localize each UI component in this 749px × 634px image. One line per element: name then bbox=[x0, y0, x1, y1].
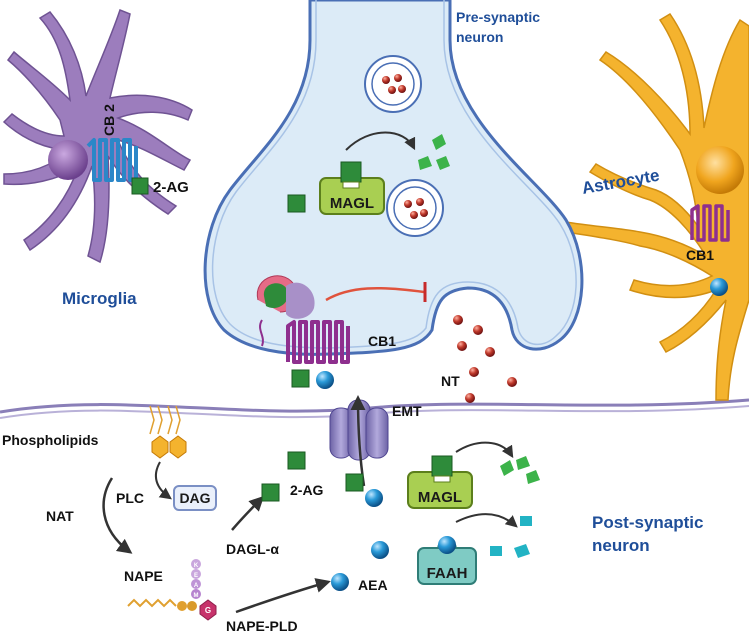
aea-ligand-astrocyte bbox=[710, 278, 728, 296]
faah-arrow bbox=[455, 513, 518, 528]
2ag-ligand-post-3 bbox=[345, 473, 364, 492]
2ag-ligand-post-1 bbox=[287, 451, 306, 470]
presynaptic-label-line1: Pre-synaptic bbox=[456, 9, 540, 25]
degraded-fragment bbox=[500, 460, 514, 476]
dag-label: DAG bbox=[179, 490, 210, 506]
degraded-fragment bbox=[516, 456, 530, 470]
nt-label: NT bbox=[441, 373, 460, 389]
aea-label: AEA bbox=[358, 577, 388, 593]
dagl-arrow bbox=[231, 495, 265, 531]
aea-bound-faah bbox=[438, 536, 456, 554]
magl-pre-label: MAGL bbox=[330, 195, 374, 212]
astrocyte-cell bbox=[565, 12, 749, 401]
cb1-receptor-icon-astrocyte bbox=[690, 204, 730, 242]
nape-label: NAPE bbox=[124, 568, 163, 584]
aea-fragment bbox=[490, 546, 502, 556]
nape-pld-arrow bbox=[235, 578, 331, 614]
aea-fragment bbox=[514, 544, 530, 558]
postsynaptic-label-line1: Post-synaptic bbox=[592, 513, 703, 532]
cb1-receptor-icon-presynaptic bbox=[286, 320, 350, 364]
faah-label: FAAH bbox=[427, 565, 468, 582]
presynaptic-terminal bbox=[203, 0, 584, 356]
synaptic-vesicle-middle bbox=[386, 179, 444, 237]
postsynaptic-label-line2: neuron bbox=[592, 536, 650, 555]
2ag-post-label: 2-AG bbox=[290, 482, 324, 498]
astrocyte-nucleus bbox=[696, 146, 744, 194]
magl-pre-arrow bbox=[345, 131, 416, 151]
nape-chain-m: M bbox=[194, 593, 199, 599]
nape-chain-a: A bbox=[194, 583, 199, 589]
microglia-nucleus bbox=[48, 140, 88, 180]
cb2-receptor-icon bbox=[86, 138, 138, 182]
2ag-bound-cb1 bbox=[291, 369, 310, 388]
cb2-label: CB 2 bbox=[101, 104, 117, 136]
aea-ligand-post-1 bbox=[371, 541, 389, 559]
cb1-pre-label: CB1 bbox=[368, 333, 396, 349]
nape-chain-e: E bbox=[194, 573, 198, 579]
2ag-microglia-label: 2-AG bbox=[153, 179, 189, 196]
inhibition-line bbox=[325, 282, 427, 302]
magl-post-label: MAGL bbox=[418, 489, 462, 506]
nape-molecule-icon bbox=[127, 559, 217, 621]
dagl-label: DAGL-α bbox=[226, 541, 279, 557]
nape-pld-label: NAPE-PLD bbox=[226, 618, 298, 634]
neurotransmitters bbox=[453, 315, 517, 403]
aea-ligand-emt bbox=[365, 489, 383, 507]
degraded-fragment bbox=[526, 470, 540, 484]
aea-ligand-post-2 bbox=[331, 573, 349, 591]
g-protein-icon bbox=[256, 275, 315, 347]
microglia-cell bbox=[2, 9, 193, 264]
phospholipid-icon bbox=[149, 405, 187, 459]
degraded-fragment bbox=[432, 134, 446, 150]
dag-box bbox=[173, 485, 217, 511]
degraded-fragment bbox=[436, 156, 450, 170]
nat-arrow bbox=[102, 477, 133, 554]
nape-chain-k: K bbox=[194, 563, 199, 569]
emt-label: EMT bbox=[392, 403, 422, 419]
2ag-ligand-post-2 bbox=[261, 483, 280, 502]
phospholipids-label: Phospholipids bbox=[2, 432, 99, 448]
magl-enzyme-presynaptic bbox=[319, 161, 385, 215]
2ag-ligand-presynaptic bbox=[287, 194, 306, 213]
aea-fragment bbox=[520, 516, 532, 526]
microglia-label: Microglia bbox=[62, 289, 137, 308]
nat-label: NAT bbox=[46, 508, 74, 524]
plc-label: PLC bbox=[116, 490, 144, 506]
presynaptic-label-line2: neuron bbox=[456, 29, 503, 45]
2ag-ligand-microglia bbox=[131, 177, 149, 195]
plc-arrow bbox=[154, 461, 172, 500]
magl-enzyme-postsynaptic bbox=[407, 455, 473, 509]
magl-post-arrow bbox=[455, 441, 514, 459]
synaptic-vesicle-top bbox=[364, 55, 422, 113]
nape-head-g: G bbox=[205, 606, 211, 615]
aea-bound-cb1 bbox=[316, 371, 334, 389]
cb1-astro-label: CB1 bbox=[686, 247, 714, 263]
degraded-fragment bbox=[418, 156, 432, 170]
